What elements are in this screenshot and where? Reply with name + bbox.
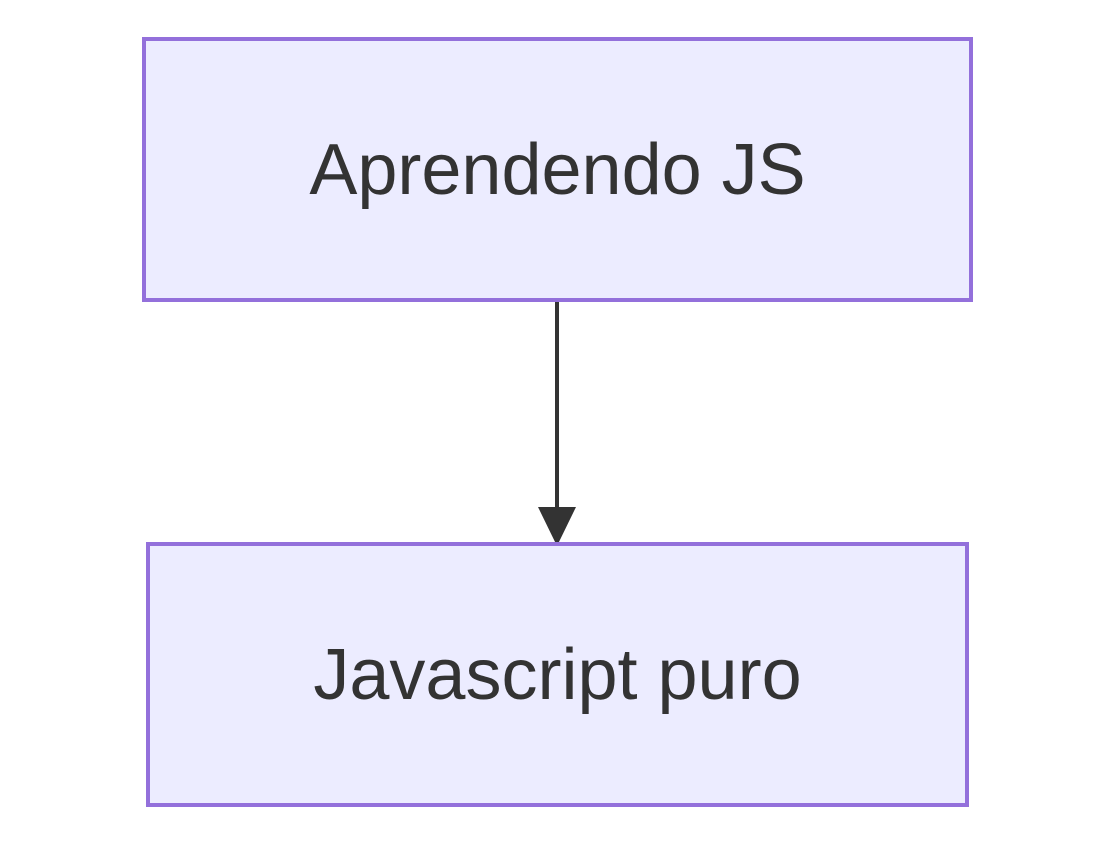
edge-arrowhead-icon [538, 507, 576, 546]
node-learning-js-label: Aprendendo JS [309, 129, 806, 210]
node-pure-javascript-label: Javascript puro [313, 634, 802, 715]
node-learning-js: Aprendendo JS [142, 37, 973, 302]
node-pure-javascript: Javascript puro [146, 542, 969, 807]
